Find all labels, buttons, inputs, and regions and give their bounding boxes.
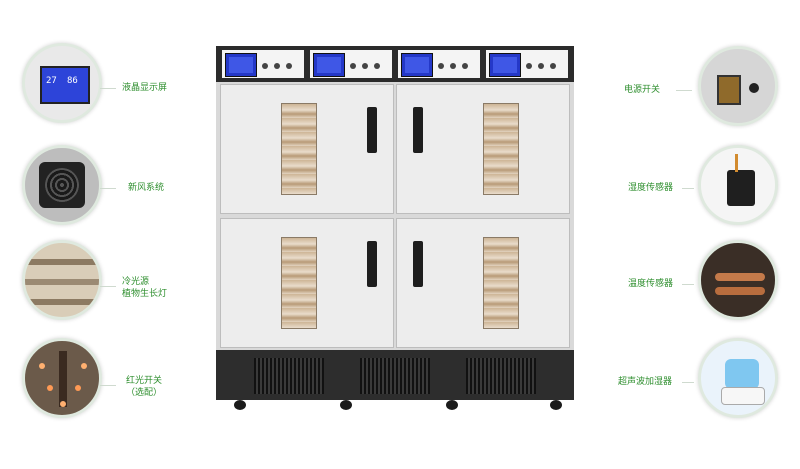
growth-chamber-cabinet xyxy=(216,46,574,410)
door-window xyxy=(281,103,317,195)
connector-line xyxy=(100,385,116,386)
vent-grille xyxy=(254,358,324,394)
caster-wheel xyxy=(234,400,246,410)
feature-label-fan: 新风系统 xyxy=(128,183,165,193)
connector-line xyxy=(676,90,692,91)
door-bottom-left xyxy=(220,218,394,348)
power-switch-icon xyxy=(698,46,778,126)
control-panel-1 xyxy=(222,50,304,78)
caster-wheel xyxy=(446,400,458,410)
connector-line xyxy=(682,284,694,285)
fan-icon xyxy=(22,145,102,225)
humidity-sensor-icon xyxy=(698,145,778,225)
grow-light-icon xyxy=(22,240,102,320)
feature-label-temperature-sensor: 温度传感器 xyxy=(628,279,674,289)
door-top-right xyxy=(396,84,570,214)
humidifier-icon xyxy=(698,338,778,418)
connector-line xyxy=(100,88,116,89)
vent-grille xyxy=(360,358,430,394)
vent-grille xyxy=(466,358,536,394)
feature-label-red-light: 红光开关 （选配） xyxy=(126,376,163,398)
cabinet-base xyxy=(216,350,574,400)
door-window xyxy=(483,103,519,195)
control-panel-bar xyxy=(216,46,574,82)
lcd-right-value: 86 xyxy=(67,76,78,86)
feature-label-grow-light: 冷光源 植物生长灯 xyxy=(122,277,168,299)
control-panel-2 xyxy=(310,50,392,78)
caster-wheel xyxy=(550,400,562,410)
connector-line xyxy=(100,188,116,189)
door-bottom-right xyxy=(396,218,570,348)
control-panel-4 xyxy=(486,50,568,78)
door-top-left xyxy=(220,84,394,214)
door-window xyxy=(483,237,519,329)
control-panel-3 xyxy=(398,50,480,78)
feature-label-humidity-sensor: 湿度传感器 xyxy=(628,183,674,193)
lcd-display-icon: 27 86 xyxy=(22,43,102,123)
cabinet-body xyxy=(216,82,574,350)
lcd-screen: 27 86 xyxy=(40,66,90,104)
feature-label-power-switch: 电源开关 xyxy=(624,85,661,95)
connector-line xyxy=(100,286,116,287)
door-handle xyxy=(413,241,423,287)
door-handle xyxy=(367,241,377,287)
caster-wheel xyxy=(340,400,352,410)
door-handle xyxy=(413,107,423,153)
connector-line xyxy=(682,188,694,189)
feature-label-lcd: 液晶显示屏 xyxy=(122,83,168,93)
lcd-left-value: 27 xyxy=(46,76,57,86)
red-light-icon xyxy=(22,338,102,418)
connector-line xyxy=(682,382,694,383)
door-handle xyxy=(367,107,377,153)
temperature-sensor-icon xyxy=(698,240,778,320)
door-window xyxy=(281,237,317,329)
feature-label-humidifier: 超声波加湿器 xyxy=(618,377,673,387)
